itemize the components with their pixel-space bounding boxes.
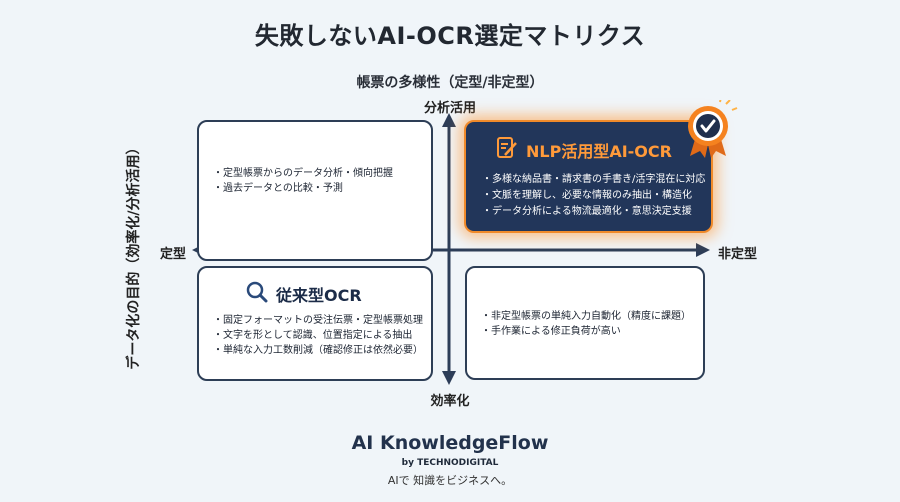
- list-item: 手作業による修正負荷が高い: [481, 324, 691, 339]
- quadrant-top-left-list: 定型帳票からのデータ分析・傾向把握 過去データとの比較・予測: [213, 166, 393, 196]
- quadrant-top-right-title: NLP活用型AI-OCR: [526, 142, 672, 161]
- brand-name: AI KnowledgeFlow: [351, 432, 549, 454]
- quadrant-bottom-left: 従来型OCR 固定フォーマットの受注伝票・定型帳票処理 文字を形として認識、位置…: [197, 266, 433, 381]
- horizontal-axis-caption: 帳票の多様性（定型/非定型）: [356, 75, 544, 91]
- brand-byline: by TECHNODIGITAL: [401, 458, 499, 468]
- quadrant-top-left: 定型帳票からのデータ分析・傾向把握 過去データとの比較・予測: [197, 120, 433, 261]
- list-item: 非定型帳票の単純入力自動化（精度に課題）: [481, 309, 691, 324]
- horizontal-axis-arrow-right: [696, 243, 710, 257]
- quadrant-top-right-list: 多様な納品書・請求書の手書き/活字混在に対応 文脈を理解し、必要な情報のみ抽出・…: [482, 172, 705, 220]
- list-item: 文字を形として認識、位置指定による抽出: [213, 328, 423, 343]
- search-icon: [246, 281, 268, 307]
- list-item: データ分析による物流最適化・意思決定支援: [482, 204, 705, 220]
- award-check-icon: [680, 96, 738, 166]
- brand-tagline: AIで 知識をビジネスへ。: [387, 474, 513, 487]
- list-item: 過去データとの比較・予測: [213, 181, 393, 196]
- vertical-axis-arrow-top: [442, 113, 456, 127]
- quadrant-bottom-left-list: 固定フォーマットの受注伝票・定型帳票処理 文字を形として認識、位置指定による抽出…: [213, 313, 423, 358]
- quadrant-top-right-header: NLP活用型AI-OCR: [496, 136, 672, 164]
- quadrant-bottom-right-list: 非定型帳票の単純入力自動化（精度に課題） 手作業による修正負荷が高い: [481, 309, 691, 339]
- axis-label-left: 定型: [160, 247, 187, 262]
- page-title: 失敗しないAI-OCR選定マトリクス: [254, 22, 646, 50]
- list-item: 固定フォーマットの受注伝票・定型帳票処理: [213, 313, 423, 328]
- quadrant-bottom-left-title: 従来型OCR: [276, 286, 362, 305]
- list-item: 単純な入力工数削減（確認修正は依然必要）: [213, 343, 423, 358]
- quadrant-top-right-highlight: NLP活用型AI-OCR 多様な納品書・請求書の手書き/活字混在に対応 文脈を理…: [464, 120, 713, 233]
- list-item: 定型帳票からのデータ分析・傾向把握: [213, 166, 393, 181]
- axis-label-bottom: 効率化: [430, 394, 470, 409]
- list-item: 文脈を理解し、必要な情報のみ抽出・構造化: [482, 188, 705, 204]
- quadrant-bottom-left-header: 従来型OCR: [246, 281, 362, 307]
- list-item: 多様な納品書・請求書の手書き/活字混在に対応: [482, 172, 705, 188]
- document-edit-icon: [496, 136, 518, 164]
- axis-label-top: 分析活用: [423, 101, 476, 116]
- quadrant-bottom-right: 非定型帳票の単純入力自動化（精度に課題） 手作業による修正負荷が高い: [465, 266, 705, 380]
- axis-label-right: 非定型: [718, 247, 758, 262]
- vertical-axis-arrow-bottom: [442, 371, 456, 385]
